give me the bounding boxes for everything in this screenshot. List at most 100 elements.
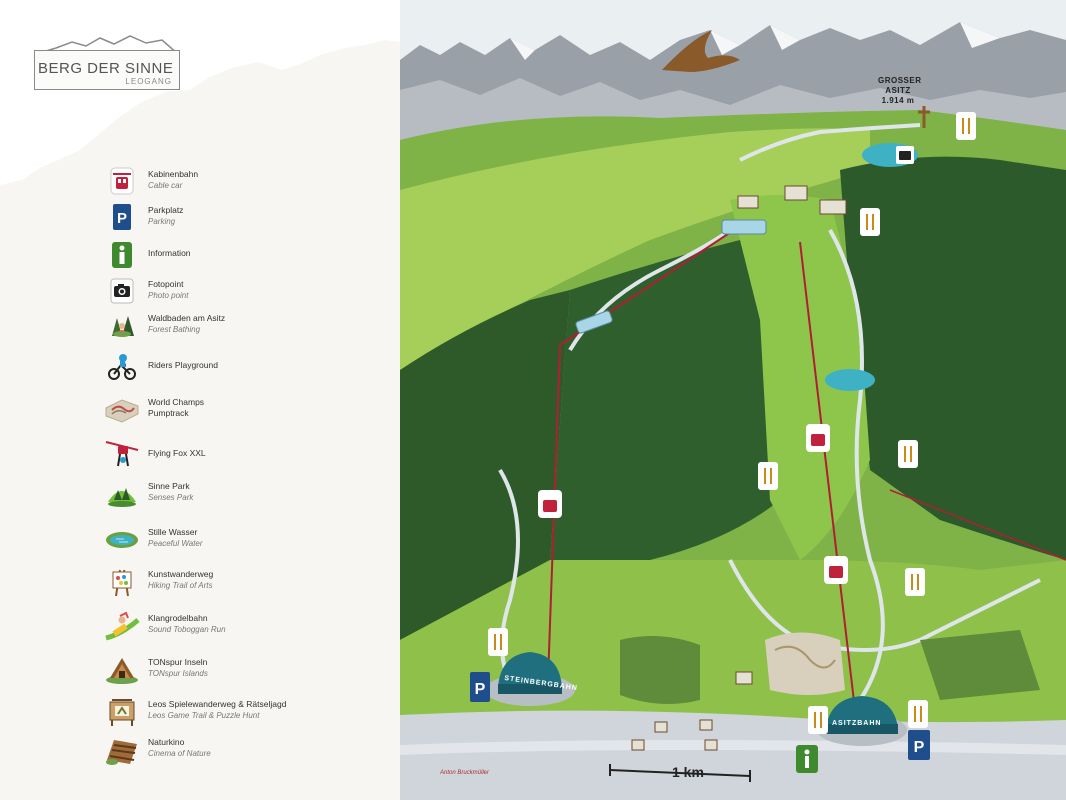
map-panel: P P [400, 0, 1066, 800]
legend-translation: Senses Park [148, 493, 194, 502]
legend-translation: Cinema of Nature [148, 749, 211, 758]
svg-text:P: P [117, 210, 127, 227]
legend-translation: Forest Bathing [148, 325, 201, 334]
legend-translation: Photo point [148, 291, 189, 300]
restaurant-marker[interactable] [808, 706, 828, 734]
legend-item-sound-toboggan: Klangrodelbahn Sound Toboggan Run [100, 610, 390, 646]
legend-translation: TONspur Islands [148, 669, 208, 678]
valley-road [400, 710, 1066, 800]
parking-marker[interactable]: P [908, 730, 930, 760]
legend-translation: Parking [148, 217, 176, 226]
cable-car-marker[interactable] [538, 490, 562, 518]
restaurant-marker[interactable] [860, 208, 880, 236]
legend-item-forest-bathing: Waldbaden am Asitz Forest Bathing [100, 310, 390, 346]
lake-icon [106, 532, 138, 548]
legend-name: Kunstwanderweg [148, 569, 214, 579]
legend-item-photo-point: Fotopoint Photo point [100, 276, 390, 312]
mountain-bike-icon [108, 354, 136, 380]
legend-translation: Hiking Trail of Arts [148, 581, 213, 590]
riders-playground-area [765, 632, 845, 695]
hut-icon [631, 185, 847, 751]
legend-name: Klangrodelbahn [148, 613, 208, 623]
steinbergbahn-station[interactable] [485, 652, 575, 706]
legend-name: Leos Spielewanderweg & Rätseljagd [148, 699, 287, 709]
lake-peaceful-water [825, 369, 875, 391]
legend-item-hiking-trail-arts: Kunstwanderweg Hiking Trail of Arts [100, 566, 390, 602]
legend-item-flying-fox: Flying Fox XXL [100, 438, 390, 474]
game-trail-icon [109, 699, 135, 726]
illustrated-map: P P [400, 0, 1066, 800]
ski-slope [730, 195, 870, 560]
cable-car-icon [110, 167, 134, 195]
legend-name: Naturkino [148, 737, 185, 747]
hut-icon [106, 658, 138, 684]
easel-icon [112, 569, 132, 597]
legend-item-cinema-of-nature: Naturkino Cinema of Nature [100, 734, 390, 770]
senses-park-icon [108, 488, 136, 507]
legend-translation: Cable car [148, 181, 183, 190]
forest-bathing-icon [112, 316, 134, 337]
camera-icon [110, 278, 134, 304]
parking-marker[interactable]: P [470, 672, 490, 702]
restaurant-marker[interactable] [488, 628, 508, 656]
legend-name: Parkplatz [148, 205, 184, 215]
cinema-icon [106, 740, 137, 765]
logo-subtitle: LEOGANG [125, 77, 172, 86]
legend-item-parking: P Parkplatz Parking [100, 202, 390, 238]
logo-title: BERG DER SINNE [38, 60, 174, 77]
legend-name: Fotopoint [148, 279, 184, 289]
background-mountains [0, 0, 400, 185]
legend-name: World Champs [148, 397, 205, 407]
legend-item-riders-playground: Riders Playground [100, 350, 390, 386]
forest-center [550, 240, 780, 560]
summit-label-elevation: 1.914 m [881, 96, 915, 105]
legend-item-tonspur-islands: TONspur Inseln TONspur Islands [100, 654, 390, 690]
svg-text:P: P [475, 681, 486, 698]
restaurant-marker[interactable] [905, 568, 925, 596]
legend-item-game-trail: Leos Spielewanderweg & Rätseljagd Leos G… [100, 696, 390, 732]
left-hillside [400, 128, 870, 370]
asitzbahn-label: ASITZBAHN [832, 720, 882, 727]
eagle-icon [662, 30, 740, 72]
artist-signature: Anton Bruckmüller [440, 770, 490, 776]
restaurant-marker[interactable] [758, 462, 778, 490]
legend-translation: Sound Toboggan Run [148, 625, 226, 634]
legend-name-2: Pumptrack [148, 408, 189, 418]
scale-bar [609, 769, 751, 777]
svg-text:P: P [914, 739, 925, 756]
summit-label-line2: ASITZ [885, 86, 911, 95]
summit-cross-icon [918, 106, 930, 128]
cable-car-marker[interactable] [806, 424, 830, 452]
summit-label: GROSSER ASITZ 1.914 m [878, 76, 922, 106]
information-icon [112, 242, 132, 268]
legend-name: Information [148, 248, 191, 258]
summit-label-line1: GROSSER [878, 76, 922, 85]
asitzbahn-station[interactable] [817, 696, 907, 746]
legend-item-cable-car: Kabinenbahn Cable car [100, 166, 390, 202]
toboggan-icon [105, 611, 140, 641]
restaurant-marker[interactable] [908, 700, 928, 728]
restaurant-marker[interactable] [898, 440, 918, 468]
legend-name: Kabinenbahn [148, 169, 199, 179]
cable-car-marker[interactable] [824, 556, 848, 584]
photo-point-marker[interactable] [896, 146, 914, 164]
information-marker[interactable] [796, 745, 818, 773]
legend-item-pumptrack: World Champs Pumptrack [100, 394, 390, 430]
legend-name: TONspur Inseln [148, 657, 208, 667]
logo: BERG DER SINNE LEOGANG [34, 34, 180, 90]
legend-name: Waldbaden am Asitz [148, 313, 226, 323]
summit-station[interactable] [575, 219, 767, 334]
cable-line-flying-fox [889, 489, 1066, 561]
legend-translation: Leos Game Trail & Puzzle Hunt [148, 711, 260, 720]
scale-label: 1 km [672, 764, 704, 780]
logo-mountain-icon [35, 35, 179, 55]
legend-translation: Peaceful Water [148, 539, 203, 548]
legend-item-peaceful-water: Stille Wasser Peaceful Water [100, 524, 390, 560]
restaurant-marker[interactable] [956, 112, 976, 140]
forest-right [840, 156, 1066, 560]
legend-name: Flying Fox XXL [148, 448, 206, 458]
legend-panel: BERG DER SINNE LEOGANG Kabinenbahn Cable… [0, 0, 400, 800]
logo-frame [34, 50, 180, 90]
legend-name: Riders Playground [148, 360, 218, 370]
legend-name: Sinne Park [148, 481, 190, 491]
